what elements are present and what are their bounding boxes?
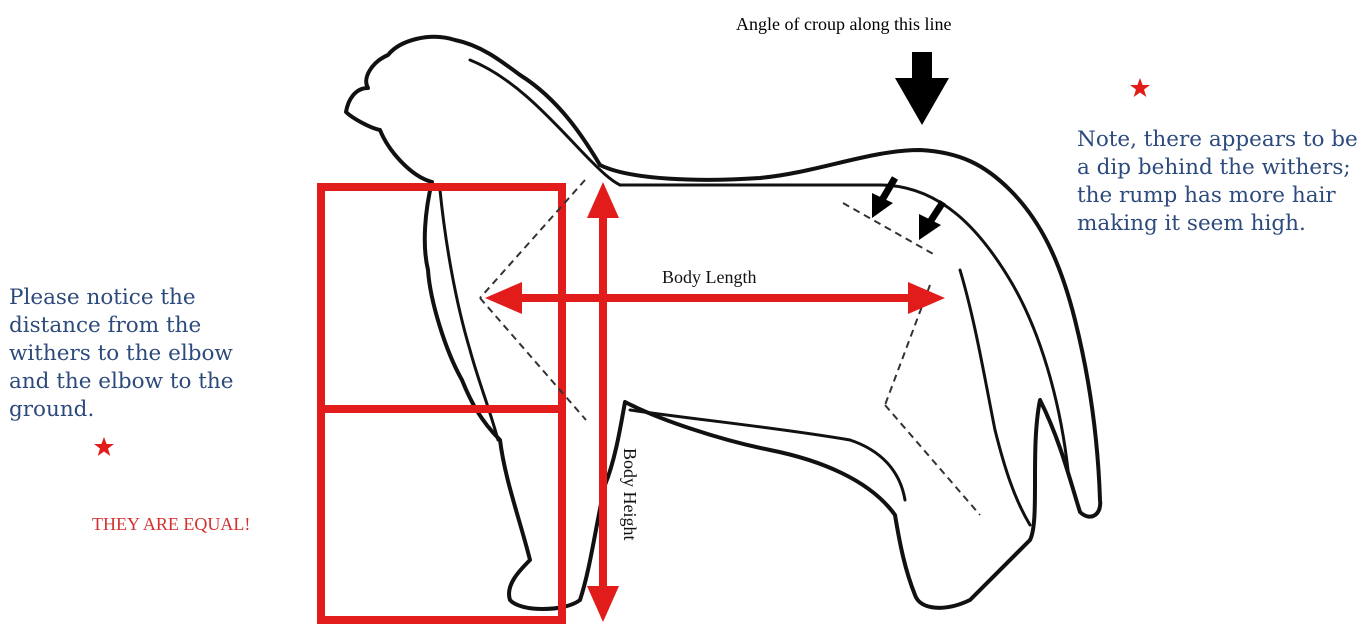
right-note: Note, there appears to be a dip behind t… bbox=[1077, 126, 1362, 238]
equal-label: THEY ARE EQUAL! bbox=[92, 514, 250, 535]
body-length-label: Body Length bbox=[662, 267, 757, 287]
left-note: Please notice the distance from the with… bbox=[9, 284, 274, 424]
croup-angle-label: Angle of croup along this line bbox=[736, 14, 951, 35]
front-leg-inner-line bbox=[440, 190, 498, 440]
dog-outline bbox=[346, 37, 1100, 609]
body-height-label: Body Height bbox=[620, 448, 640, 541]
angle-dashed-lines bbox=[480, 180, 980, 515]
neck-inner-line bbox=[470, 60, 620, 185]
star-icon-right bbox=[1130, 78, 1150, 97]
elbow-to-ground-box bbox=[321, 409, 562, 620]
croup-down-arrow bbox=[895, 52, 949, 125]
tail-feather-line bbox=[960, 270, 1030, 525]
star-icon-left bbox=[94, 437, 114, 456]
